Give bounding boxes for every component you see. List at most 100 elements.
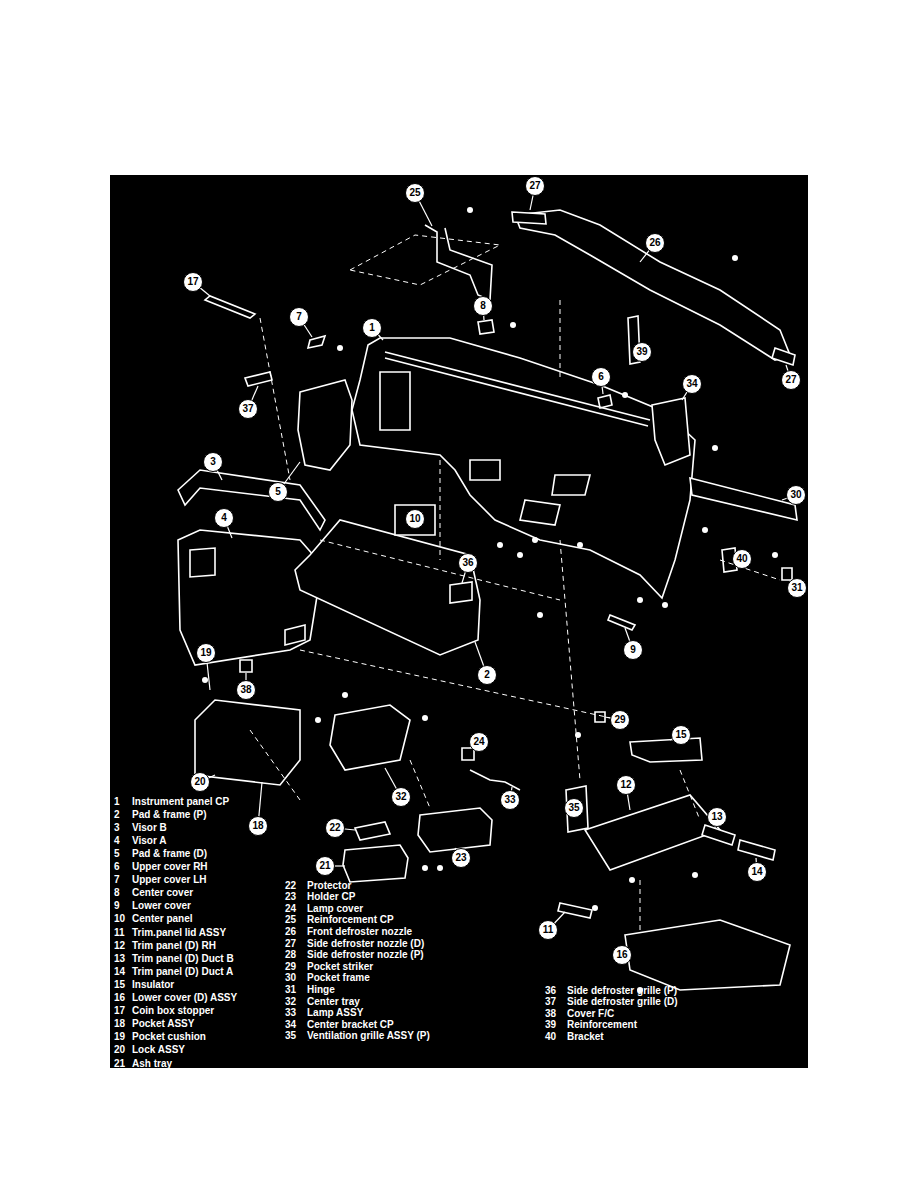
legend-number: 20 xyxy=(114,1044,125,1055)
callout-ring xyxy=(624,641,643,660)
callout-ring xyxy=(708,808,727,827)
callout-ring xyxy=(237,681,256,700)
screw xyxy=(337,345,343,351)
legend-number: 18 xyxy=(114,1018,125,1029)
callout-circle: 15 xyxy=(671,725,691,745)
legend-number: 30 xyxy=(285,972,296,983)
callout-circle: 16 xyxy=(612,945,632,965)
callout-circle: 29 xyxy=(610,710,630,730)
legend-number: 35 xyxy=(285,1030,296,1041)
callout-ring xyxy=(184,273,203,292)
part-name: Holder CP xyxy=(307,891,355,902)
legend-number: 3 xyxy=(114,822,120,833)
part-outline xyxy=(470,460,500,480)
callout-number: 23 xyxy=(451,848,471,868)
callout-circle: 26 xyxy=(645,233,665,253)
part-name: Pocket frame xyxy=(307,972,370,983)
part-line xyxy=(425,225,492,300)
legend-number: 12 xyxy=(114,940,125,951)
part-name: Pocket striker xyxy=(307,961,373,972)
callout-ring xyxy=(474,297,493,316)
screw xyxy=(622,392,628,398)
callout-circle: 12 xyxy=(616,775,636,795)
callout-ring xyxy=(539,921,558,940)
callout-ring xyxy=(470,733,489,752)
assembly-line xyxy=(680,770,700,820)
callout-ring xyxy=(788,579,807,598)
callout-number: 6 xyxy=(591,367,611,387)
callout-ring xyxy=(269,483,288,502)
part-name: Side defroster nozzle (D) xyxy=(307,938,424,949)
part-name: Pad & frame (D) xyxy=(132,848,207,859)
callout-ring xyxy=(478,666,497,685)
callout-circle: 6 xyxy=(591,367,611,387)
part-outline xyxy=(178,470,325,530)
callout-number: 17 xyxy=(183,272,203,292)
callout-circle: 20 xyxy=(190,772,210,792)
legend-number: 16 xyxy=(114,992,125,1003)
part-outline xyxy=(298,380,352,470)
callout-number: 32 xyxy=(391,787,411,807)
callout-ring xyxy=(316,857,335,876)
legend-number: 13 xyxy=(114,953,125,964)
legend-number: 28 xyxy=(285,949,296,960)
part-name: Upper cover LH xyxy=(132,874,206,885)
part-outline xyxy=(585,795,720,870)
part-outline xyxy=(395,505,435,535)
screw xyxy=(712,445,718,451)
part-outline xyxy=(462,748,474,760)
legend-number: 27 xyxy=(285,938,296,949)
callout-ring xyxy=(592,368,611,387)
callout-number: 25 xyxy=(405,183,425,203)
part-name: Trim.panel lid ASSY xyxy=(132,927,226,938)
part-outline xyxy=(240,660,252,672)
callout-circle: 8 xyxy=(473,296,493,316)
part-outline xyxy=(308,336,325,348)
part-outline xyxy=(738,840,775,860)
part-outline xyxy=(625,920,790,990)
screw xyxy=(592,905,598,911)
part-outline xyxy=(520,500,560,525)
legend-number: 31 xyxy=(285,984,296,995)
part-name: Center panel xyxy=(132,913,193,924)
callout-number: 39 xyxy=(632,342,652,362)
screw xyxy=(202,677,208,683)
background-panel xyxy=(110,175,808,1068)
legend-number: 21 xyxy=(114,1058,125,1069)
part-outline xyxy=(418,808,492,852)
part-outline xyxy=(772,348,795,365)
part-name: Visor A xyxy=(132,835,166,846)
legend-number: 34 xyxy=(285,1019,296,1030)
callout-ring xyxy=(526,177,545,196)
callout-ring xyxy=(290,308,309,327)
part-name: Ventilation grille ASSY (P) xyxy=(307,1030,430,1041)
callout-ring xyxy=(565,799,584,818)
part-outline xyxy=(285,625,305,645)
part-line xyxy=(470,770,520,790)
callout-number: 27 xyxy=(781,370,801,390)
callout-circle: 27 xyxy=(525,176,545,196)
callout-ring xyxy=(501,791,520,810)
part-outline xyxy=(343,845,408,882)
part-outline xyxy=(380,372,410,430)
callout-ring xyxy=(249,817,268,836)
callout-ring xyxy=(787,486,806,505)
callout-circle: 34 xyxy=(682,374,702,394)
callout-circle: 22 xyxy=(325,818,345,838)
callout-circle: 31 xyxy=(787,578,807,598)
part-name: Center cover xyxy=(132,887,193,898)
callout-number: 16 xyxy=(612,945,632,965)
screw xyxy=(772,552,778,558)
callout-ring xyxy=(683,375,702,394)
callout-number: 7 xyxy=(289,307,309,327)
callout-ring xyxy=(617,776,636,795)
screw xyxy=(532,537,538,543)
assembly-line xyxy=(260,318,290,480)
part-outline xyxy=(630,738,702,762)
assembly-line xyxy=(560,540,580,780)
assembly-line xyxy=(560,300,561,380)
screw xyxy=(575,732,581,738)
callout-ring xyxy=(611,711,630,730)
part-outline xyxy=(702,825,735,845)
legend-number: 17 xyxy=(114,1005,125,1016)
